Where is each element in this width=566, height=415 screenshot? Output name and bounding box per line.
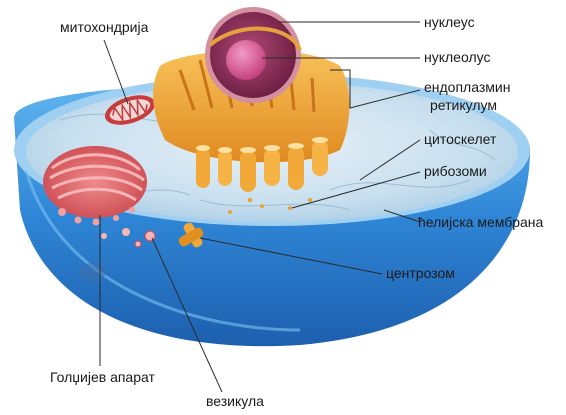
label-er-line2: ретикулум — [430, 97, 497, 113]
label-cell-membrane: ћелијска мембрана — [418, 214, 544, 230]
label-nucleus: нуклеус — [424, 14, 475, 30]
leader-er — [330, 69, 421, 109]
label-golgi: Голџијев апарат — [50, 369, 155, 385]
nucleus-shape — [205, 7, 302, 103]
mitochondria-shape — [104, 95, 156, 125]
leader-cytoskeleton — [359, 139, 421, 181]
label-vesicle: везикула — [206, 393, 264, 409]
leader-membrane — [383, 209, 421, 223]
leader-vesicle — [151, 237, 223, 393]
leader-lines — [99, 21, 421, 393]
leader-ribosomes — [291, 171, 421, 209]
labels: митохондрија нуклеус нуклеолус ендоплазм… — [50, 14, 544, 409]
label-ribosomes: рибозоми — [424, 163, 487, 179]
mitochondria-small-shape — [78, 263, 106, 281]
label-centrosome: центрозом — [386, 265, 455, 281]
golgi-shape — [43, 146, 147, 239]
centrosome-shape — [178, 222, 204, 248]
label-cytoskeleton: цитоскелет — [424, 131, 497, 147]
label-er-line1: ендоплазмин — [424, 79, 510, 95]
label-nucleolus: нуклеолус — [424, 49, 490, 65]
leader-mitochondria — [103, 39, 129, 105]
label-mitochondria: митохондрија — [60, 19, 149, 35]
er-shape — [153, 50, 350, 192]
ribosomes-shape — [228, 197, 312, 214]
leader-centrosome — [199, 237, 383, 275]
